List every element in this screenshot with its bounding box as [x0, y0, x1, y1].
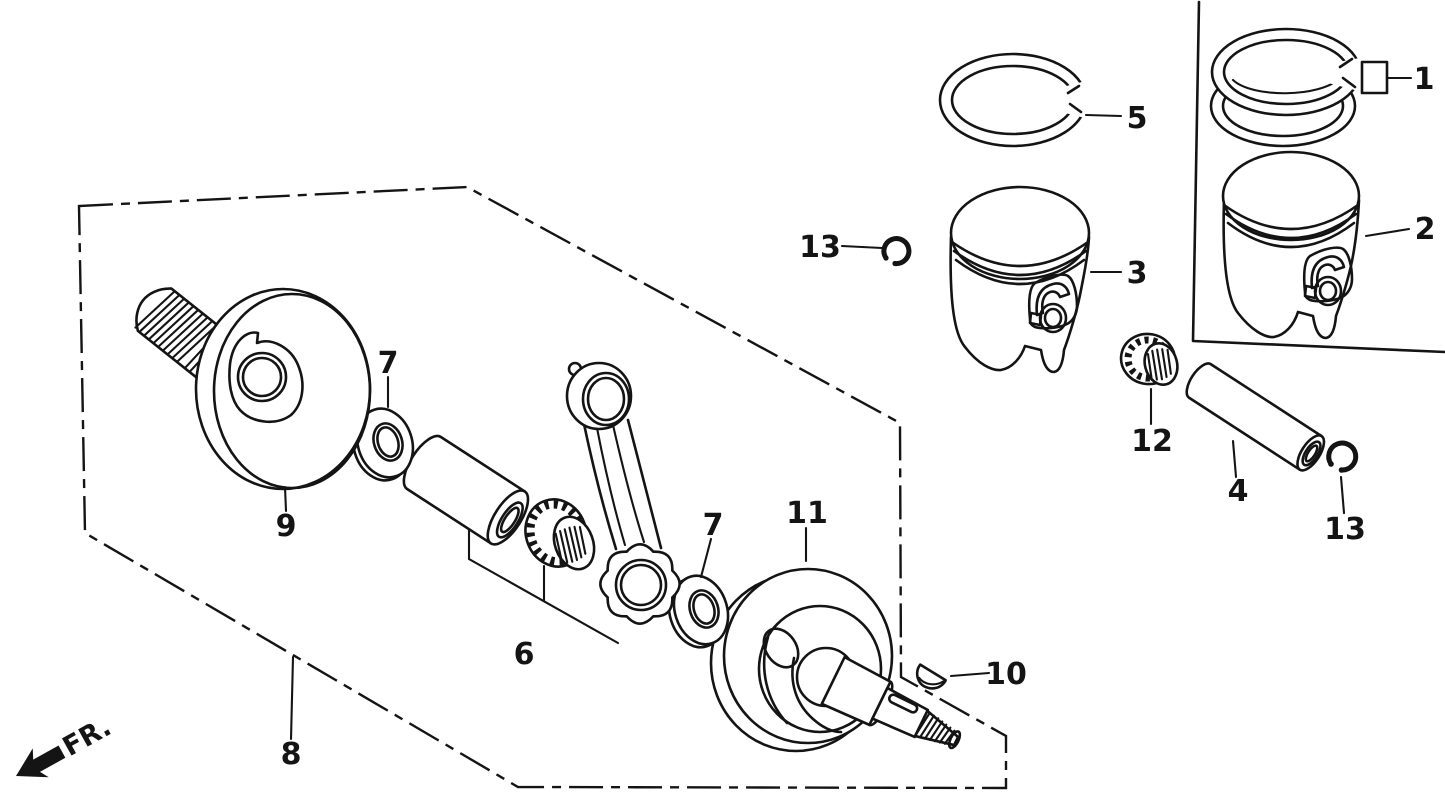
piston-2-boxed: [1221, 150, 1361, 340]
leader-lines: [283, 76, 1413, 741]
part-label-13-right: 13: [1324, 512, 1366, 547]
web-cutout-edge: [762, 635, 789, 725]
crank-pin: [402, 434, 530, 546]
part-label-7-right: 7: [703, 508, 724, 543]
needle-bearing-small-end: [1119, 332, 1179, 387]
hub-cutout-edge: [791, 656, 843, 734]
thrust-washer-right: [667, 574, 730, 649]
piston-2-pin-window: [1302, 246, 1354, 303]
leader-2: [1364, 227, 1411, 238]
part-label-6: 6: [514, 637, 535, 672]
part-label-12: 12: [1131, 424, 1173, 459]
leader-5: [1084, 113, 1123, 118]
leader-8: [289, 655, 295, 741]
rod-beam: [582, 418, 663, 551]
piston-2-crown: [1221, 150, 1361, 242]
connecting-rod: [565, 361, 681, 625]
front-direction-marker: FR.: [16, 711, 117, 778]
ring-gap-callout-box: [1360, 60, 1389, 95]
piston-ring-open: [938, 52, 1097, 148]
part-number-labels: 1 2 3 4 5 6 7 7 8 9 10 11 12 13 13: [276, 62, 1436, 772]
leader-13-right: [1339, 475, 1346, 515]
part-label-5: 5: [1127, 101, 1148, 136]
part-label-13-left: 13: [799, 230, 841, 265]
crank-pin-hole: [236, 351, 288, 403]
part-label-8: 8: [281, 737, 302, 772]
part-label-7-left: 7: [378, 346, 399, 381]
crankshaft-right-half: [709, 567, 962, 753]
snap-ring-left: [881, 236, 912, 267]
leader-4: [1231, 439, 1238, 479]
leader-7-right: [699, 537, 713, 579]
woodruff-key: [915, 663, 947, 690]
piston-2-pin-boss: [1310, 255, 1346, 290]
part-label-4: 4: [1228, 474, 1249, 509]
bracket-6: [467, 528, 620, 645]
piston-pin: [1185, 362, 1326, 472]
assembly-boundary-outline: [77, 185, 1008, 790]
web-opening: [228, 331, 304, 423]
piston-2-ring-grooves: [1222, 203, 1360, 249]
leader-9: [283, 485, 288, 513]
part-label-10: 10: [985, 657, 1027, 692]
piston-3-pin-boss: [1035, 282, 1071, 317]
part-label-1: 1: [1414, 62, 1435, 97]
part-label-11: 11: [786, 496, 828, 531]
snap-ring-right: [1326, 440, 1359, 473]
piston-ring-set-boxed: [1209, 27, 1389, 148]
piston-3: [949, 185, 1091, 374]
detail-box-outline: [1191, 0, 1445, 354]
thrust-washer-left: [351, 407, 415, 482]
leader-10: [949, 671, 991, 678]
part-label-2: 2: [1415, 212, 1436, 247]
rod-big-end: [599, 543, 681, 625]
front-arrow-icon: [16, 745, 66, 778]
crankshaft-left-half: [134, 287, 372, 491]
output-shaft: [820, 655, 962, 750]
needle-bearing-big-end: [524, 498, 596, 571]
leader-13-left: [840, 244, 884, 250]
piston-3-pin-window: [1027, 273, 1079, 330]
front-marker-text: FR.: [58, 711, 117, 762]
piston-3-crown: [949, 185, 1091, 281]
piston-3-ring-grooves: [950, 240, 1090, 286]
keyway-slot: [887, 693, 919, 714]
part-label-9: 9: [276, 509, 297, 544]
part-label-3: 3: [1127, 256, 1148, 291]
